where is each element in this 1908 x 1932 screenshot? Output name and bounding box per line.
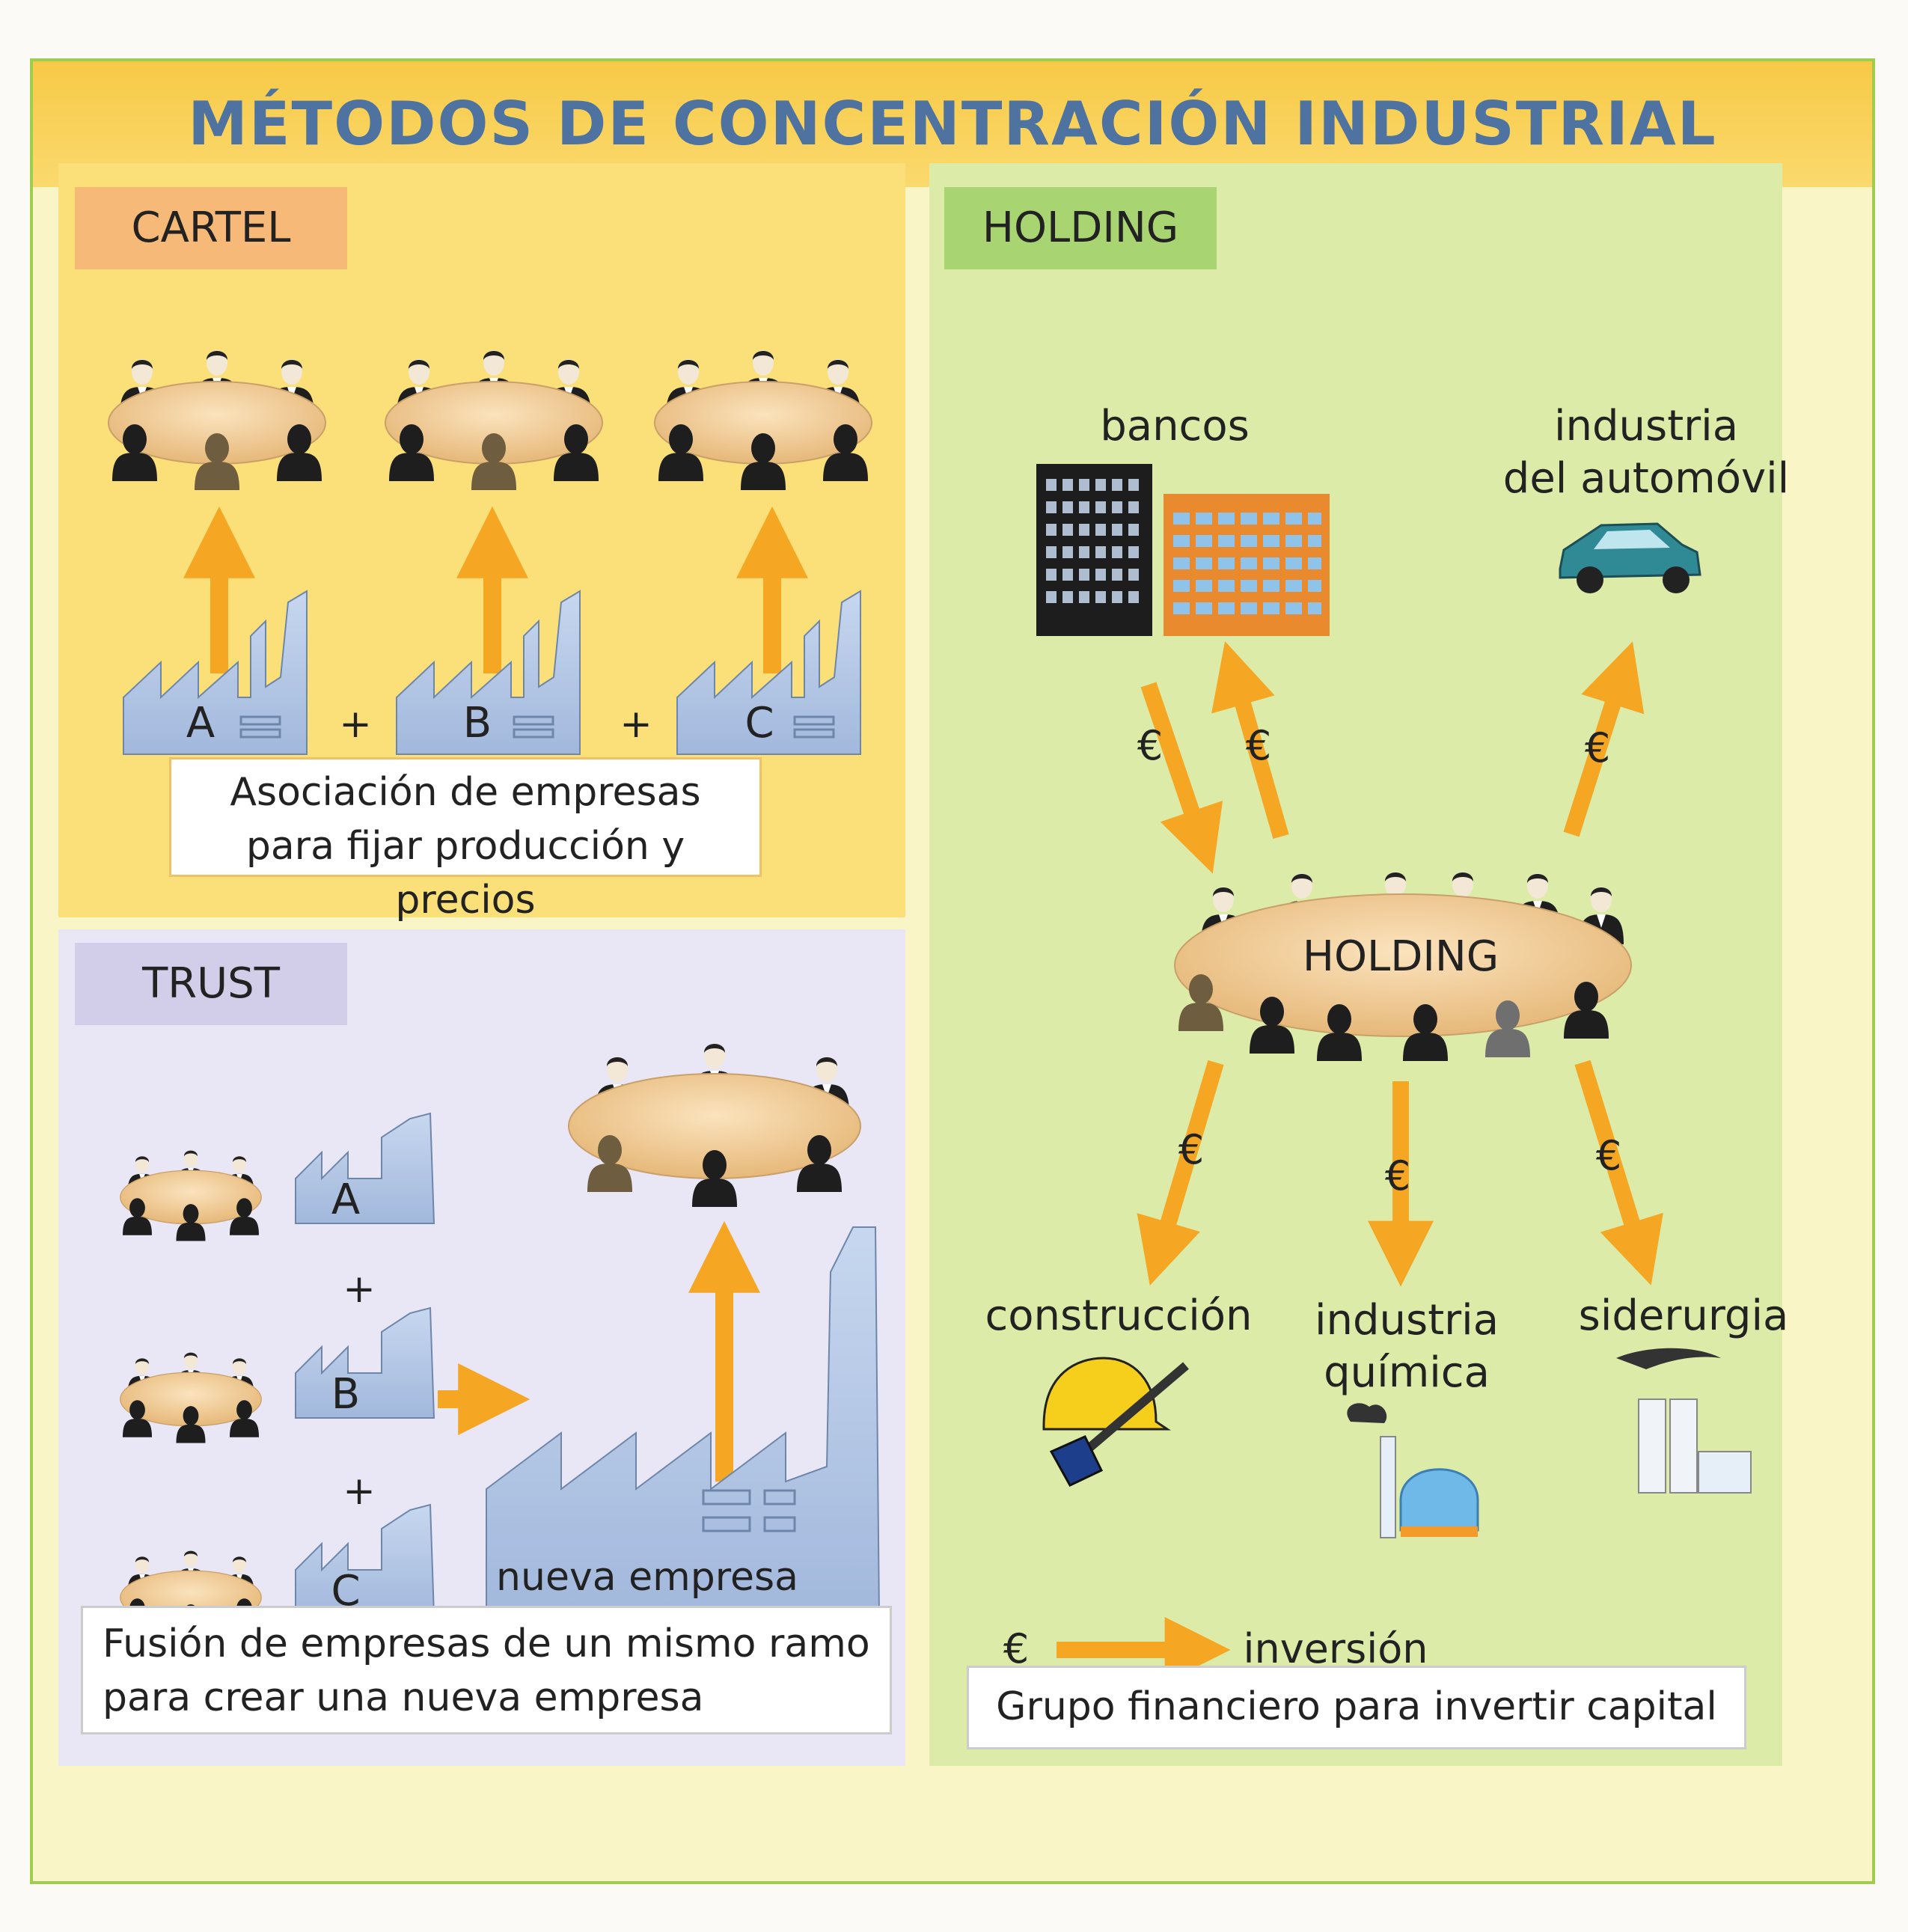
legend-label: inversión [1243,1625,1428,1672]
cartel-arrows [183,506,808,673]
car-icon [1559,522,1701,593]
auto-industry-line-2: del automóvil [1502,454,1790,503]
steel-label: siderurgia [1578,1291,1789,1340]
page-title: MÉTODOS DE CONCENTRACIÓN INDUSTRIAL [188,89,1717,159]
construction-label: construcción [985,1291,1253,1340]
chemical-plant-icon [1347,1403,1479,1538]
factory-icon [295,1503,435,1615]
chemical-industry-label: industria química [1294,1294,1519,1399]
trust-new-table [568,1043,861,1207]
holding-center-label: HOLDING [1303,932,1499,981]
arrow-icon [1140,682,1223,874]
euro-icon: € [1246,722,1271,769]
trust-company-a: A [331,1176,360,1224]
trust-arrows [438,1220,760,1482]
trust-caption-line-2: para crear una nueva empresa [103,1675,704,1720]
euro-icon: € [1385,1152,1410,1199]
factory-icon [295,1306,435,1419]
cartel-caption-line-2: para fijar producción y precios [245,824,685,923]
cartel-caption-line-1: Asociación de empresas [230,770,701,815]
trust-plus-2: + [343,1469,376,1514]
trust-plus-1: + [343,1267,376,1312]
euro-icon: € [1596,1132,1621,1179]
factory-windows [239,715,835,739]
chemical-industry-line-2: química [1324,1348,1490,1397]
cartel-plus-2: + [620,702,652,747]
trust-heading: TRUST [75,943,347,1025]
hard-hat-shovel-icon [1042,1357,1189,1487]
arrow-icon [1137,1060,1224,1286]
cartel-company-a: A [186,699,215,748]
cartel-table-b [385,350,603,490]
cartel-heading: CARTEL [75,187,347,269]
euro-icon: € [1137,722,1163,769]
arrow-icon [1574,1060,1663,1286]
holding-arrows [1137,641,1663,1287]
cartel-table-c [654,350,872,490]
new-company-label: nueva empresa [496,1555,798,1600]
banks-label: bancos [1100,402,1250,450]
bank-building-icon [1036,464,1330,636]
euro-icon: € [1585,724,1610,771]
trust-small-factories [295,1112,435,1615]
arrow-icon [1563,641,1645,837]
cartel-caption: Asociación de empresas para fijar produc… [169,757,762,923]
cartel-company-b: B [463,699,492,748]
arrow-icon [1211,641,1289,840]
factory-icon [123,590,308,755]
trust-table-b [120,1351,262,1443]
trust-table-a [120,1149,262,1241]
trust-caption: Fusión de empresas de un mismo ramo para… [81,1606,892,1734]
chemical-industry-line-1: industria [1314,1296,1499,1345]
cartel-plus-1: + [339,702,372,747]
holding-caption: Grupo financiero para invertir capital [967,1666,1746,1749]
table-icon [1174,893,1632,1037]
holding-table [1174,872,1632,1061]
holding-heading: HOLDING [944,187,1217,269]
trust-company-b: B [331,1370,360,1419]
steel-mill-icon [1616,1348,1752,1494]
euro-icon: € [1178,1126,1204,1173]
legend-euro-icon: € [1003,1625,1029,1672]
auto-industry-line-1: industria [1553,402,1739,450]
new-company-factory-icon [486,1226,881,1617]
factory-icon [676,590,861,755]
euro-symbols: € € € € € € [1137,722,1621,1199]
factory-icon [295,1112,435,1224]
auto-industry-label: industria del automóvil [1482,400,1811,505]
cartel-company-c: C [744,699,774,748]
factory-icon [396,590,581,755]
cartel-factories [123,590,861,755]
factory-windows [702,1489,796,1532]
trust-caption-line-1: Fusión de empresas de un mismo ramo [103,1621,870,1666]
cartel-table-a [108,350,326,490]
